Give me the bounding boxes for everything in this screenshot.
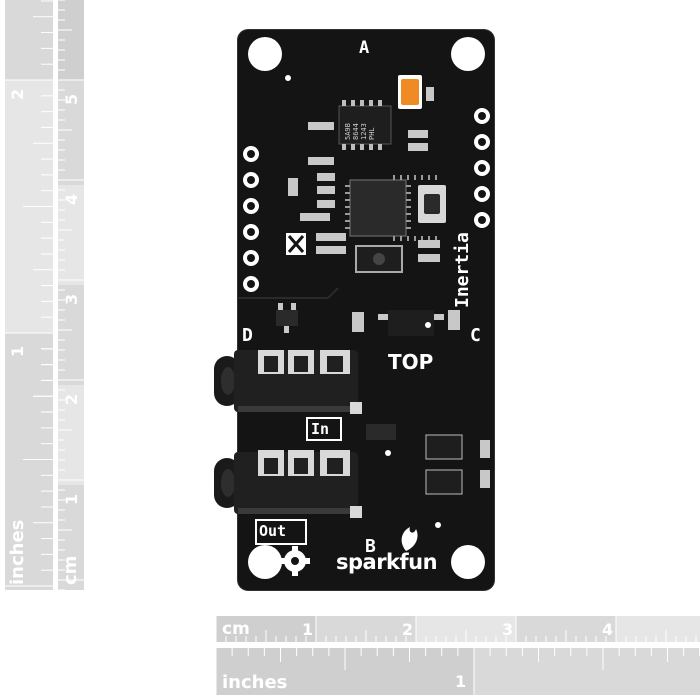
vertical-inches-ticks xyxy=(5,0,53,587)
corner-label-d: D xyxy=(242,325,253,346)
vertical-inches-number-1: 1 xyxy=(8,345,27,357)
audio-jack-out xyxy=(214,450,364,520)
audio-jack-in xyxy=(214,348,364,414)
horizontal-inches-ruler xyxy=(216,648,700,695)
vertical-inches-number-2: 2 xyxy=(8,88,27,100)
vertical-cm-number-4: 4 xyxy=(62,193,81,205)
corner-label-b: B xyxy=(365,536,376,557)
vertical-cm-number-5: 5 xyxy=(62,93,81,105)
in-label-box xyxy=(306,417,342,441)
horizontal-inches-number-1: 1 xyxy=(455,672,467,691)
vertical-inches-ruler xyxy=(5,0,53,590)
soic-marking-line-3: 1243 xyxy=(360,123,368,140)
sparkfun-brand-text: sparkfun xyxy=(336,550,438,574)
horizontal-cm-ruler xyxy=(216,616,700,642)
mounting-hole-top-left xyxy=(248,37,282,71)
top-label: TOP xyxy=(388,350,434,374)
sparkfun-flame-logo xyxy=(401,527,418,551)
jack-out-label: Out xyxy=(259,522,287,540)
product-label-inertia: Inertia xyxy=(452,232,473,308)
oshw-gear-logo xyxy=(280,546,310,576)
soic-marking-line-2: 8644 xyxy=(352,123,360,140)
op-amp-bottom xyxy=(425,469,463,495)
vertical-inches-unit-label: inches xyxy=(7,519,28,585)
corner-label-c: C xyxy=(470,325,481,346)
vertical-cm-number-2: 2 xyxy=(62,393,81,405)
vertical-cm-ticks xyxy=(58,0,84,590)
horizontal-cm-number-3: 3 xyxy=(502,620,514,639)
soic-marking: 5A9B 8644 1243 PHL xyxy=(344,100,376,140)
smd-passives xyxy=(288,122,490,488)
vertical-cm-number-1: 1 xyxy=(62,493,81,505)
vertical-cm-number-3: 3 xyxy=(62,293,81,305)
horizontal-cm-number-1: 1 xyxy=(302,620,314,639)
corner-label-a: A xyxy=(359,38,370,58)
mounting-hole-top-right xyxy=(451,37,485,71)
audio-jack-in-body xyxy=(214,348,362,414)
accelerometer-chip xyxy=(349,179,407,237)
mounting-hole-bottom-left xyxy=(248,545,282,579)
mounting-hole-bottom-right xyxy=(451,545,485,579)
soic-chip xyxy=(338,105,392,145)
horizontal-cm-number-2: 2 xyxy=(402,620,414,639)
left-header-pins xyxy=(243,146,259,292)
horizontal-cm-unit-label: cm xyxy=(222,619,250,639)
horizontal-inches-unit-label: inches xyxy=(222,672,288,693)
transistor xyxy=(276,310,298,326)
pcb-board: 5A9B 8644 1243 PHL A D C B Inertia TOP I… xyxy=(238,30,494,590)
out-label-box xyxy=(255,519,307,545)
pcb-artwork xyxy=(238,37,490,579)
soic-marking-line-1: 5A9B xyxy=(344,123,352,140)
horizontal-cm-ticks xyxy=(216,616,700,642)
audio-jack-out-body xyxy=(214,450,362,518)
op-amp-top xyxy=(425,434,463,460)
jack-in-label: In xyxy=(311,420,330,438)
vertical-cm-ruler xyxy=(58,0,84,590)
small-transistor-middle xyxy=(366,424,396,440)
soic-marking-line-4: PHL xyxy=(368,127,376,140)
vertical-cm-unit-label: cm xyxy=(60,555,81,585)
horizontal-cm-number-4: 4 xyxy=(602,620,614,639)
horizontal-inches-ticks xyxy=(216,648,700,695)
